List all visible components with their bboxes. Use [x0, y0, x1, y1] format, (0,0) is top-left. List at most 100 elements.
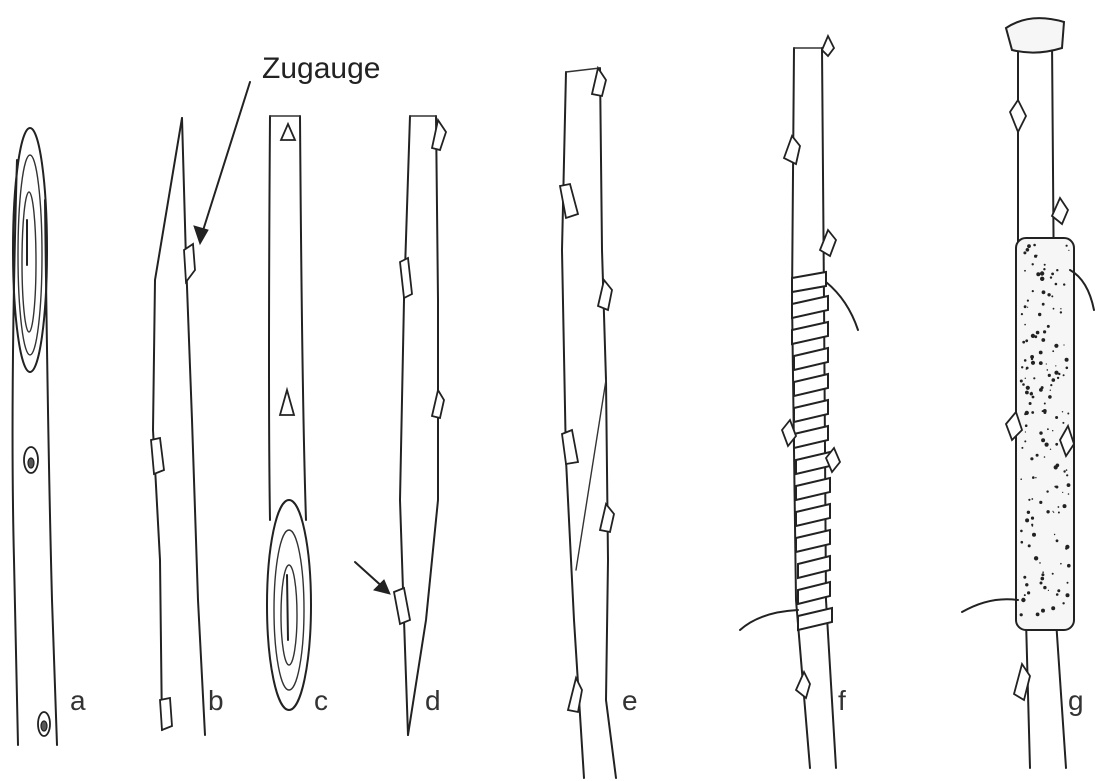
wax-texture-dot: [1031, 411, 1034, 414]
panel-b-bud-2: [151, 438, 164, 474]
wax-texture-dot: [1039, 351, 1043, 355]
wax-texture-dot: [1027, 300, 1029, 302]
wax-texture-dot: [1066, 593, 1070, 597]
panel-f-tape-wrap: [740, 272, 858, 630]
wax-texture-dot: [1025, 518, 1029, 522]
wax-texture-dot: [1062, 422, 1064, 424]
wax-texture-dot: [1020, 380, 1023, 383]
panel-g-label: g: [1068, 685, 1084, 716]
wax-texture-dot: [1056, 269, 1058, 271]
panel-g-tape-end-bottom: [962, 599, 1018, 612]
wax-texture-dot: [1025, 424, 1028, 427]
wax-texture-dot: [1027, 307, 1028, 308]
wax-texture-dot: [1036, 454, 1039, 457]
wax-texture-dot: [1032, 263, 1034, 265]
wax-texture-dot: [1047, 293, 1050, 296]
wax-texture-dot: [1045, 443, 1049, 447]
wax-texture-dot: [1026, 386, 1030, 390]
wax-texture-dot: [1038, 313, 1041, 316]
wax-texture-dot: [1032, 533, 1036, 537]
wax-texture-dot: [1021, 598, 1025, 602]
wax-texture-dot: [1054, 534, 1055, 535]
wax-texture-dot: [1058, 506, 1060, 508]
wax-texture-dot: [1055, 365, 1056, 366]
wax-texture-dot: [1023, 576, 1026, 579]
wax-texture-dot: [1040, 582, 1043, 585]
wax-texture-dot: [1032, 290, 1034, 292]
panel-b: Zugauge b: [151, 52, 380, 735]
wax-texture-dot: [1047, 428, 1049, 430]
wax-texture-dot: [1054, 486, 1056, 488]
panel-b-bud-zugauge: [184, 244, 195, 282]
panel-f-bud-4: [796, 672, 810, 698]
wax-texture-dot: [1039, 562, 1041, 564]
wax-texture-dot: [1062, 602, 1064, 604]
wax-texture-dot: [1041, 338, 1045, 342]
wax-texture-dot: [1036, 613, 1040, 617]
wax-texture-dot: [1052, 350, 1054, 352]
wax-texture-dot: [1047, 325, 1050, 328]
wax-texture-dot: [1041, 577, 1045, 581]
wax-texture-dot: [1021, 313, 1023, 315]
panel-e-bud-4: [562, 430, 578, 464]
wax-texture-dot: [1036, 331, 1040, 335]
panel-d-bud-3: [432, 390, 444, 418]
wax-texture-dot: [1031, 517, 1034, 520]
wax-texture-dot: [1050, 384, 1052, 386]
wax-texture-dot: [1067, 564, 1071, 568]
wax-texture-dot: [1032, 396, 1035, 399]
wax-texture-dot: [1020, 478, 1022, 480]
wax-texture-dot: [1022, 341, 1025, 344]
wax-texture-dot: [1063, 283, 1065, 285]
panel-e-top: [566, 68, 600, 72]
panel-d-right-edge: [408, 116, 438, 735]
panel-f-label: f: [838, 685, 846, 716]
wax-texture-dot: [1044, 264, 1046, 266]
wax-texture-dot: [1025, 339, 1028, 342]
panel-d-bud-2: [400, 258, 412, 298]
wax-texture-dot: [1021, 366, 1023, 368]
wax-texture-dot: [1024, 359, 1027, 362]
wax-texture-dot: [1066, 474, 1068, 476]
wax-texture-dot: [1032, 476, 1035, 479]
wax-texture-dot: [1054, 371, 1058, 375]
wax-texture-dot: [1048, 590, 1049, 591]
wax-texture-dot: [1023, 251, 1026, 254]
wax-texture-dot: [1068, 250, 1069, 251]
wax-texture-dot: [1031, 358, 1033, 360]
panel-f-bud-2: [784, 136, 800, 164]
wax-texture-dot: [1044, 403, 1046, 405]
wax-texture-dot: [1039, 388, 1043, 392]
panel-c-left-edge: [269, 116, 270, 520]
wax-texture-dot: [1041, 438, 1045, 442]
wax-texture-dot: [1029, 402, 1032, 405]
panel-c-right-edge: [300, 116, 306, 520]
panel-e-bud-1: [592, 68, 606, 96]
wax-texture-dot: [1042, 290, 1046, 294]
panel-f-tape-end-top: [826, 282, 858, 330]
wax-texture-dot: [1036, 255, 1037, 256]
wax-texture-dot: [1051, 606, 1055, 610]
wax-texture-dot: [1024, 305, 1027, 308]
wax-texture-dot: [1062, 492, 1063, 493]
wax-texture-dot: [1031, 392, 1032, 393]
panel-e: e: [560, 68, 638, 778]
wax-texture-dot: [1056, 539, 1059, 542]
wax-texture-dot: [1040, 277, 1044, 281]
wax-texture-dot: [1026, 248, 1030, 252]
panel-c-pith: [287, 575, 288, 640]
wax-texture-dot: [1043, 586, 1046, 589]
wax-texture-dot: [1039, 431, 1042, 434]
wax-texture-dot: [1040, 271, 1044, 275]
wax-texture-dot: [1024, 270, 1026, 272]
zugauge-arrow-head: [194, 226, 208, 244]
panel-a-cambium: [22, 192, 36, 332]
panel-b-label: b: [208, 685, 224, 716]
wax-texture-dot: [1021, 541, 1024, 544]
wax-texture-dot: [1048, 374, 1051, 377]
panel-a-bud-2-core: [41, 721, 47, 731]
wax-texture-dot: [1060, 308, 1061, 309]
wax-texture-dot: [1026, 367, 1029, 370]
wax-texture-dot: [1028, 544, 1031, 547]
panel-d-left-edge: [400, 116, 410, 735]
